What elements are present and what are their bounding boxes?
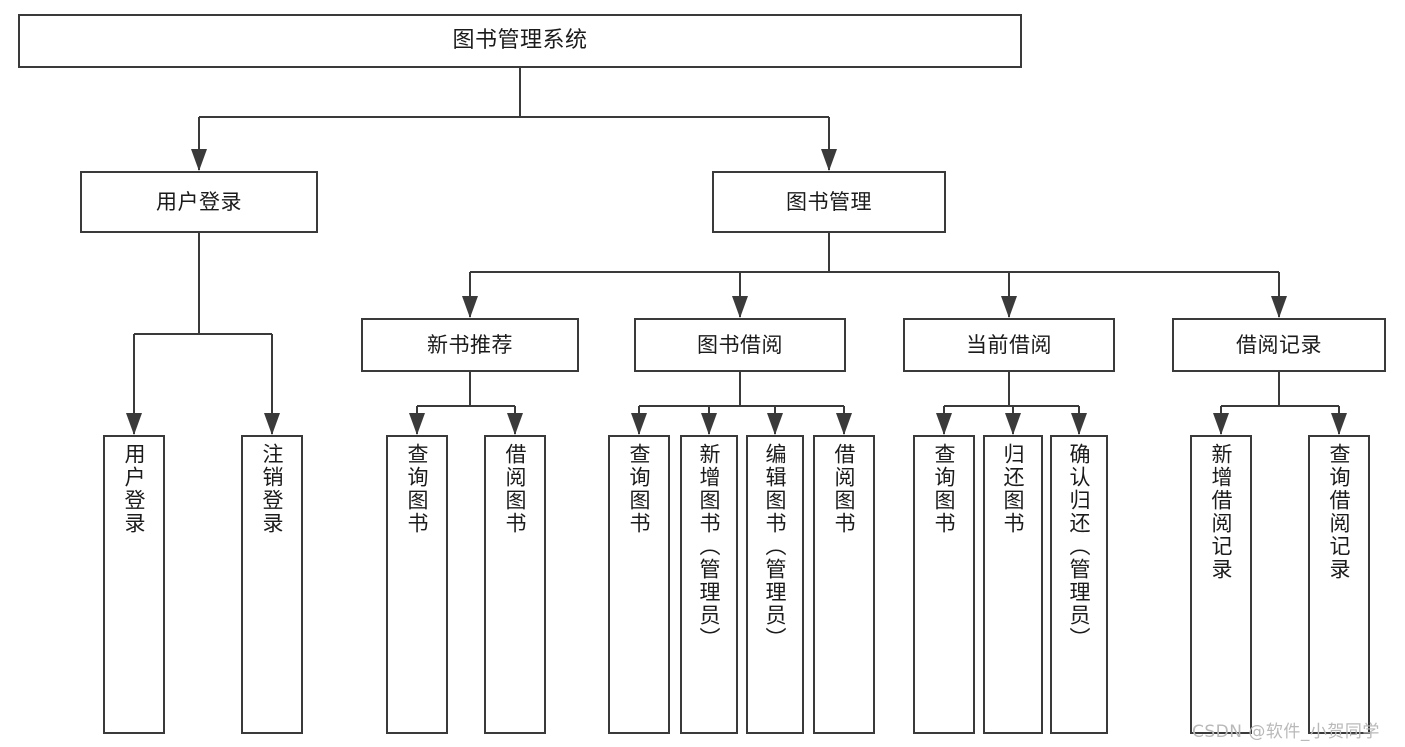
node-label: 用户登录 [122, 443, 147, 535]
node-leaf-query-1: 查询图书 [386, 435, 448, 734]
node-new-book-rec: 新书推荐 [361, 318, 579, 372]
arrow-head [507, 413, 523, 435]
arrow-head [836, 413, 852, 435]
node-label: 用户登录 [156, 189, 242, 214]
arrow-head [1271, 296, 1287, 318]
node-label: 新书推荐 [427, 332, 513, 357]
node-label: 查询借阅记录 [1327, 443, 1352, 581]
node-leaf-borrow-1: 借阅图书 [484, 435, 546, 734]
node-label: 借阅图书 [503, 443, 528, 535]
arrow-head [732, 296, 748, 318]
arrow-head [1331, 413, 1347, 435]
node-label: 编辑图书（管理员） [763, 443, 788, 650]
node-label: 新增借阅记录 [1209, 443, 1234, 581]
node-label: 查询图书 [627, 443, 652, 535]
node-leaf-add-rec: 新增借阅记录 [1190, 435, 1252, 734]
node-leaf-add-book: 新增图书（管理员） [680, 435, 738, 734]
node-leaf-user-login: 用户登录 [103, 435, 165, 734]
arrow-head [191, 149, 207, 171]
node-label: 图书管理 [786, 189, 872, 214]
node-leaf-edit-book: 编辑图书（管理员） [746, 435, 804, 734]
node-borrow-record: 借阅记录 [1172, 318, 1386, 372]
arrow-head [409, 413, 425, 435]
arrow-head [462, 296, 478, 318]
node-book-borrow: 图书借阅 [634, 318, 846, 372]
arrow-head [631, 413, 647, 435]
node-leaf-borrow-2: 借阅图书 [813, 435, 875, 734]
node-label: 查询图书 [405, 443, 430, 535]
arrow-head [1001, 296, 1017, 318]
watermark: CSDN @软件_小贺同学 [1192, 722, 1380, 742]
node-leaf-confirm: 确认归还（管理员） [1050, 435, 1108, 734]
arrow-head [821, 149, 837, 171]
node-leaf-return: 归还图书 [983, 435, 1043, 734]
node-leaf-query-2: 查询图书 [608, 435, 670, 734]
node-label: 图书借阅 [697, 332, 783, 357]
node-label: 图书管理系统 [452, 28, 588, 54]
node-label: 查询图书 [932, 443, 957, 535]
arrow-head [936, 413, 952, 435]
node-label: 注销登录 [260, 443, 285, 535]
node-label: 归还图书 [1001, 443, 1026, 535]
node-label: 借阅记录 [1236, 332, 1322, 357]
arrow-head [767, 413, 783, 435]
node-book-manage: 图书管理 [712, 171, 946, 233]
node-user-login: 用户登录 [80, 171, 318, 233]
node-leaf-logout: 注销登录 [241, 435, 303, 734]
arrow-head [264, 413, 280, 435]
node-label: 当前借阅 [966, 332, 1052, 357]
node-leaf-query-3: 查询图书 [913, 435, 975, 734]
arrow-head [1005, 413, 1021, 435]
arrow-head [1071, 413, 1087, 435]
node-label: 新增图书（管理员） [697, 443, 722, 650]
node-current-borrow: 当前借阅 [903, 318, 1115, 372]
node-root: 图书管理系统 [18, 14, 1022, 68]
node-label: 确认归还（管理员） [1067, 443, 1092, 650]
arrow-head [701, 413, 717, 435]
arrow-head [126, 413, 142, 435]
node-leaf-query-rec: 查询借阅记录 [1308, 435, 1370, 734]
arrow-head [1213, 413, 1229, 435]
node-label: 借阅图书 [832, 443, 857, 535]
